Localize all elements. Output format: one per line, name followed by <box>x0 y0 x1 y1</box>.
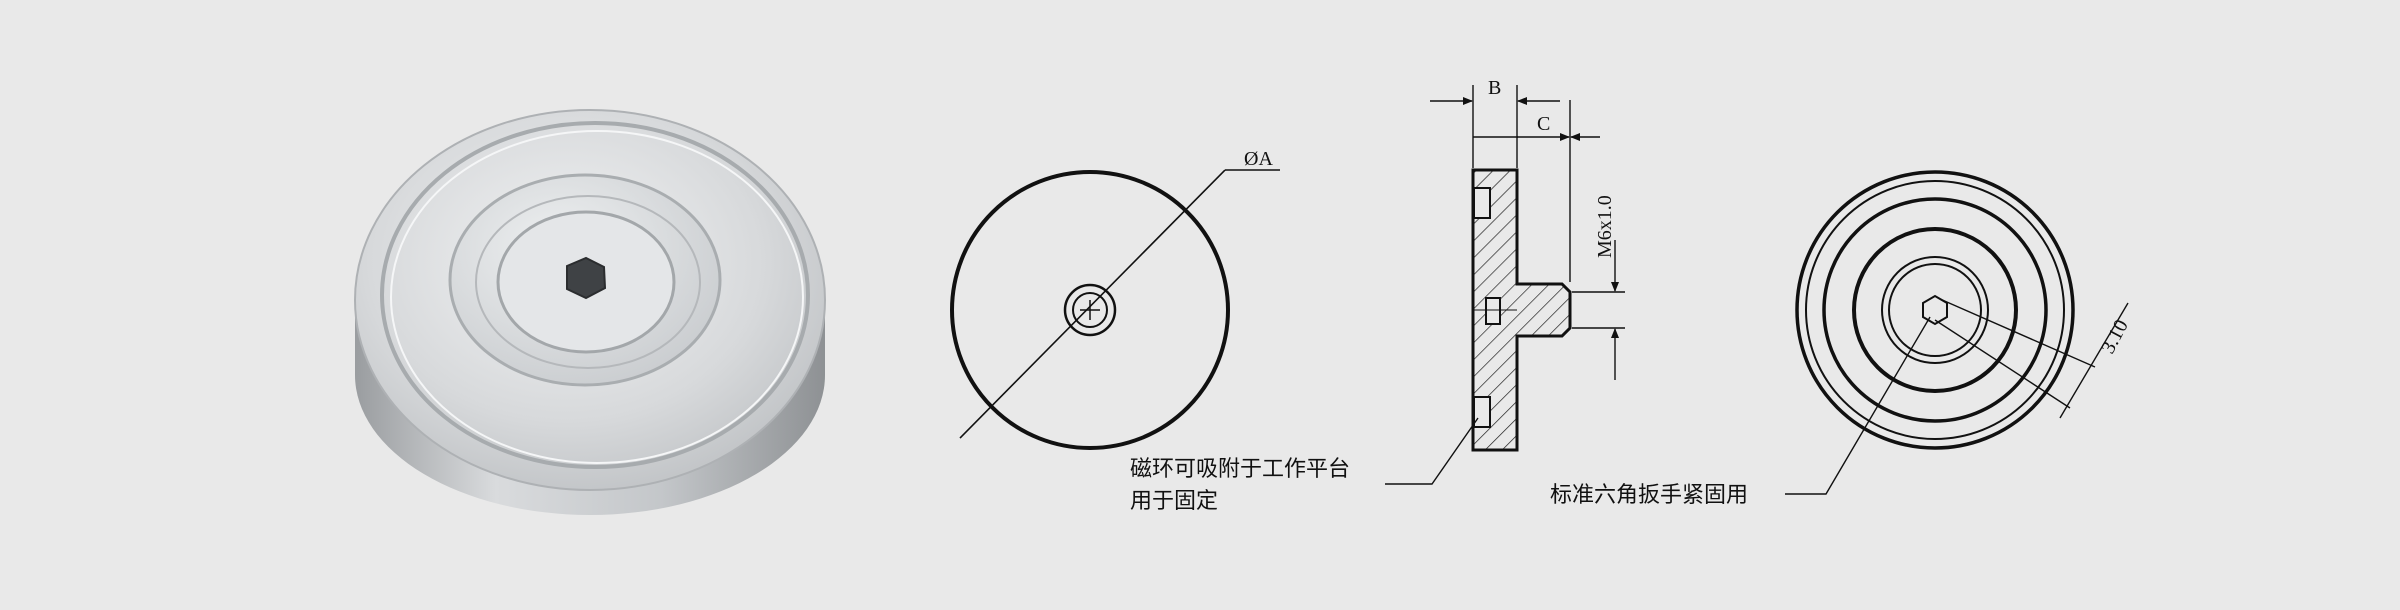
hex-socket-section <box>1485 297 1501 325</box>
back-view-boss-inner <box>1881 256 1989 364</box>
back-view-drawing <box>1785 170 2129 495</box>
magnet-ring-pocket-bottom <box>1473 396 1491 428</box>
hex-dim-line <box>2059 302 2129 419</box>
back-view-hex-socket <box>1922 294 1948 326</box>
front-view-boss-circle <box>1063 283 1117 337</box>
hex-socket <box>566 256 607 300</box>
dim-c-label: C <box>1537 113 1550 135</box>
hex-dim-ext-top <box>1939 298 2096 368</box>
diameter-leader-line <box>959 169 1226 439</box>
product-3d-render <box>354 109 826 515</box>
front-view-drawing <box>950 169 1280 450</box>
back-view-boss-outer <box>1852 227 2018 393</box>
disc-center-boss-ring <box>475 195 701 369</box>
hex-dim-ext-bottom <box>1934 319 2071 409</box>
side-section-view: B C M6x1.0 <box>1385 77 1625 485</box>
front-view-hole-circle <box>1072 292 1108 328</box>
back-view-outer-circle <box>1795 170 2075 450</box>
disc-outer-groove <box>380 121 810 469</box>
disc-outer-groove-highlight <box>390 130 804 464</box>
magnet-note-line1: 磁环可吸附于工作平台 <box>1130 457 1350 482</box>
back-view-screw-head <box>1888 263 1982 357</box>
hex-note-leader <box>1785 316 1931 495</box>
back-view-groove-inner <box>1822 197 2048 423</box>
magnet-note-line2: 用于固定 <box>1130 489 1218 514</box>
hex-dim-label: 3.10 <box>2097 316 2133 357</box>
back-view-groove-outer <box>1805 180 2065 440</box>
magnet-note-leader <box>1385 417 1479 485</box>
dim-m6-label: M6x1.0 <box>1594 195 1616 258</box>
section-outline <box>1471 168 1572 452</box>
diameter-label: ØA <box>1244 148 1273 170</box>
dim-b-label: B <box>1488 77 1501 99</box>
front-view-outer-circle <box>950 170 1230 450</box>
magnet-ring-pocket-top <box>1473 187 1491 219</box>
hex-wrench-note: 标准六角扳手紧固用 <box>1550 483 1748 508</box>
